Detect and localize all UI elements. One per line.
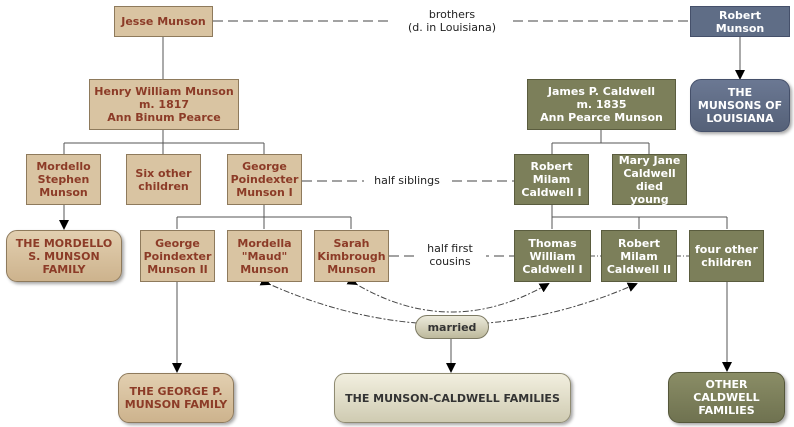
node-thomas-william-caldwell-i: Thomas William Caldwell I xyxy=(514,230,591,282)
node-henry-william-munson: Henry William Munson m. 1817 Ann Binum P… xyxy=(89,79,239,130)
node-mordello-stephen-munson: Mordello Stephen Munson xyxy=(26,154,101,205)
node-munson-caldwell-families: THE MUNSON-CALDWELL FAMILIES xyxy=(334,373,571,423)
node-george-poindexter-munson-ii: George Poindexter Munson II xyxy=(140,230,215,282)
married-label: married xyxy=(415,315,489,339)
node-robert-milam-caldwell-i: Robert Milam Caldwell I xyxy=(514,154,589,205)
node-jesse-munson: Jesse Munson xyxy=(114,6,213,37)
node-other-caldwell-families: OTHER CALDWELL FAMILIES xyxy=(668,372,785,423)
node-george-munson-family: THE GEORGE P. MUNSON FAMILY xyxy=(118,373,234,423)
node-george-poindexter-munson-i: George Poindexter Munson I xyxy=(227,154,302,205)
node-mordello-munson-family: THE MORDELLO S. MUNSON FAMILY xyxy=(6,230,122,282)
node-robert-munson: Robert Munson xyxy=(690,6,790,37)
relation-brothers: brothers (d. in Louisiana) xyxy=(393,8,511,36)
married-curve-sarah-thomas xyxy=(346,275,550,313)
node-six-other-children: Six other children xyxy=(126,154,201,205)
relation-half-siblings: half siblings xyxy=(364,174,450,188)
node-munsons-of-louisiana: THE MUNSONS OF LOUISIANA xyxy=(690,79,790,132)
node-mary-jane-caldwell: Mary Jane Caldwell died young xyxy=(612,154,687,206)
node-james-caldwell: James P. Caldwell m. 1835 Ann Pearce Mun… xyxy=(527,79,676,130)
relation-half-first-cousins: half first cousins xyxy=(414,242,486,270)
node-four-other-children: four other children xyxy=(689,230,764,282)
node-robert-milam-caldwell-ii: Robert Milam Caldwell II xyxy=(601,230,677,282)
node-mordella-maud-munson: Mordella "Maud" Munson xyxy=(227,230,302,282)
node-sarah-kimbrough-munson: Sarah Kimbrough Munson xyxy=(314,230,389,282)
